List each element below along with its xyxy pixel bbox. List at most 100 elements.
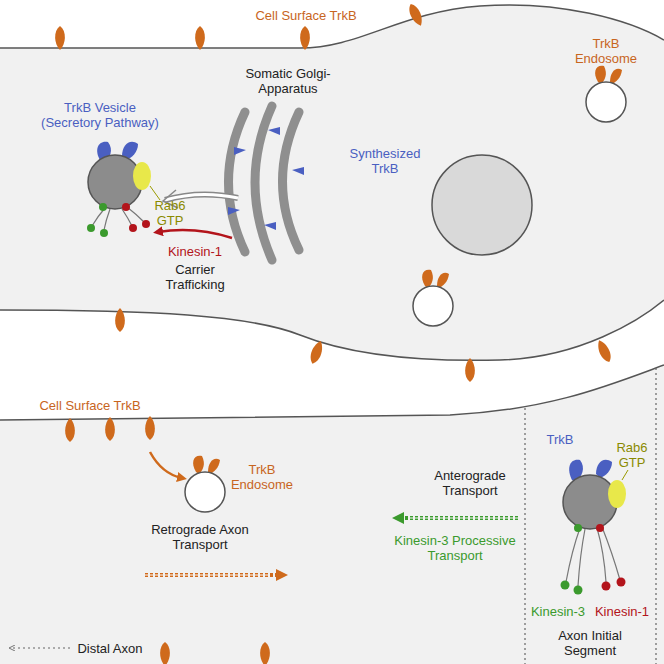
label: Retrograde Axon Transport [145, 522, 255, 552]
kinesin-1-arrow-part [158, 230, 232, 238]
label: Rab6 GTP [612, 440, 652, 470]
label: TrkB Vesicle (Secretory Pathway) [35, 100, 165, 130]
trkb-vesicle-part [150, 186, 160, 200]
label: Rab6 GTP [148, 198, 192, 228]
receptor-symbol [260, 642, 270, 664]
trkb-endosome-part [595, 66, 606, 84]
soma-membrane [0, 5, 664, 360]
receptor-symbol [595, 338, 614, 364]
trkb-vesicle-part [122, 209, 132, 226]
synthesized-trkb-part [228, 207, 240, 215]
receptor-symbol [105, 417, 115, 441]
label: Kinesin-3 [527, 604, 589, 619]
axon-membrane-part [0, 365, 664, 664]
synthesized-trkb-part [234, 147, 246, 155]
ais-vesicle-part [602, 527, 620, 580]
label: Kinesin-1 [591, 604, 653, 619]
trkb-endosome-part [193, 456, 204, 474]
ais-vesicle-part [596, 460, 612, 478]
trkb-vesicle-part [122, 203, 130, 211]
axon-initial-segment-boundary-part [655, 368, 656, 664]
label: Distal Axon [65, 641, 155, 656]
trkb-endosome [185, 66, 626, 512]
receptor-symbol [406, 2, 425, 28]
trkb-vesicle-part [104, 209, 110, 230]
label: Somatic Golgi-Apparatus [233, 66, 343, 96]
ais-vesicle-part [563, 475, 617, 529]
trkb-endosome-part [185, 472, 225, 512]
golgi-apparatus-part [283, 112, 300, 250]
axon-initial-segment-boundary [525, 368, 656, 664]
receptor-symbol [195, 26, 205, 50]
golgi-apparatus [229, 106, 300, 260]
soma-membrane-part [0, 5, 664, 360]
trkb-endosome-part [422, 270, 433, 288]
label: Kinesin-1 [160, 244, 230, 259]
label: Anterograde Transport [415, 468, 525, 498]
trkb-vesicle [87, 142, 160, 237]
retrograde-arrow-part [145, 573, 282, 577]
golgi-apparatus-part [229, 112, 246, 252]
receptor-symbol [145, 416, 155, 440]
retrograde-arrow [145, 575, 282, 576]
cell-surface-trkb [55, 2, 614, 664]
label: Kinesin-3 Processive Transport [388, 533, 522, 563]
trkb-vesicle-part [99, 203, 107, 211]
distal-axon-arrow [12, 648, 70, 649]
ais-vesicle-part [608, 480, 626, 508]
receptor-symbol [115, 308, 125, 332]
trkb-vesicle-part [87, 224, 95, 232]
anterograde-arrow-part [410, 518, 518, 519]
ais-vesicle [561, 460, 629, 595]
trkb-vesicle-part [142, 220, 150, 228]
nucleus [432, 155, 532, 255]
trkb-vesicle-part [133, 162, 151, 190]
synthesized-trkb-part [264, 222, 276, 230]
trkb-vesicle-part [129, 224, 137, 232]
anterograde-arrow-part [398, 516, 518, 520]
endocytosis-arrow-part [150, 452, 182, 478]
axon-membrane [0, 365, 664, 664]
ais-vesicle-part [602, 582, 611, 591]
receptor-symbol [55, 26, 65, 50]
label: Cell Surface TrkB [25, 398, 155, 413]
trkb-endosome-part [610, 69, 622, 84]
receptor-symbol [300, 26, 310, 50]
ais-vesicle-part [617, 578, 626, 587]
label: TrkB [540, 432, 580, 447]
golgi-apparatus-part [255, 106, 272, 260]
ais-vesicle-part [622, 470, 628, 480]
synthesized-trkb-part [292, 167, 304, 175]
label: TrkB Endosome [571, 36, 641, 66]
trkb-endosome-part [413, 286, 453, 326]
ais-vesicle-part [596, 524, 604, 532]
label: Cell Surface TrkB [236, 8, 376, 23]
receptor-symbol [65, 418, 75, 442]
label: Axon Initial Segment [535, 628, 645, 658]
nucleus-part [432, 155, 532, 255]
ais-vesicle-part [597, 528, 606, 582]
trkb-endosome-part [437, 273, 449, 288]
label: TrkB Endosome [227, 462, 297, 492]
trkb-endosome-part [208, 459, 220, 474]
ais-vesicle-part [566, 528, 580, 582]
axon-initial-segment-boundary-part [524, 408, 525, 664]
label: Synthesized TrkB [343, 146, 427, 176]
trkb-endosome-part [586, 82, 626, 122]
trkb-vesicle-part [127, 207, 144, 222]
ais-vesicle-part [574, 524, 582, 532]
distal-axon-arrow-part [12, 647, 70, 648]
receptor-symbol [465, 358, 475, 382]
synthesized-trkb-part [268, 127, 280, 135]
receptor-symbol [308, 339, 325, 365]
label: Carrier Trafficking [155, 262, 235, 292]
retrograde-arrow-part [145, 575, 270, 576]
soma-membrane-part [0, 300, 664, 360]
kinesin-1-arrow [158, 230, 232, 238]
endocytosis-arrow [150, 452, 182, 478]
trkb-vesicle-part [100, 229, 108, 237]
soma-membrane-part [0, 5, 664, 48]
